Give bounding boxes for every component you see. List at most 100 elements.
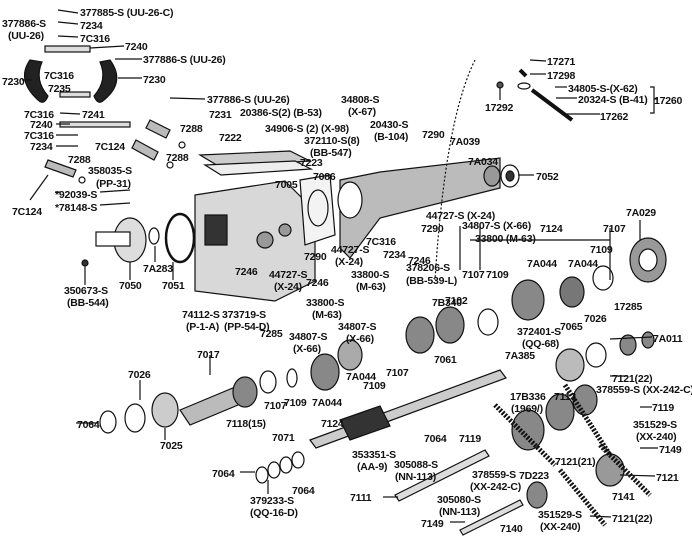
needle-bearing-4: [558, 468, 607, 527]
part-label: 351529-S: [538, 509, 582, 521]
part-label: 358035-S: [88, 165, 132, 177]
part-label: 7235: [48, 83, 71, 95]
shift-lever-c: [44, 159, 77, 178]
part-label: 372110-S(8): [304, 135, 360, 147]
part-label: (B-104): [374, 131, 409, 143]
part-label: 7C316: [24, 130, 54, 142]
part-label: 7240: [30, 119, 53, 131]
part-label: 34807-S: [338, 321, 377, 333]
part-label: 7025: [160, 440, 183, 452]
part-label: 350673-S: [64, 285, 108, 297]
part-label: 7230: [2, 76, 25, 88]
part-label: (M-63): [312, 309, 342, 321]
part-label: 7230: [143, 74, 166, 86]
part-label: 7285: [260, 328, 283, 340]
part-label: 17292: [485, 102, 514, 114]
part-label: (XX-240): [540, 521, 581, 533]
part-label: 7064: [212, 468, 235, 480]
part-label: 7109: [486, 269, 509, 281]
part-label: 7111: [350, 492, 372, 504]
part-label: (X-66): [293, 343, 321, 355]
part-label: (UU-26): [8, 30, 44, 42]
part-label: 7234: [80, 20, 103, 32]
part-label: 305080-S: [437, 494, 481, 506]
part-label: 7222: [219, 132, 242, 144]
part-label: 7C124: [95, 141, 125, 153]
part-label: 7109: [590, 244, 613, 256]
part-label: 7064: [77, 419, 100, 431]
part-label: 34805-S-(X-62): [568, 83, 638, 95]
part-label: 7121: [656, 472, 679, 484]
part-label: 7109: [284, 397, 307, 409]
part-label: 7234: [383, 249, 406, 261]
part-label: (XX-240): [636, 431, 677, 443]
part-label: (X-24): [274, 281, 302, 293]
part-label: 7113: [554, 391, 576, 403]
part-label: 7223: [300, 157, 323, 169]
part-label: 7119: [459, 433, 481, 445]
cover-gasket: [203, 160, 314, 176]
part-label: (BB-539-L): [406, 275, 458, 287]
part-label: 378559-S: [472, 469, 516, 481]
part-label: (X-66): [346, 333, 374, 345]
shift-lever-a: [145, 119, 171, 139]
shift-lever-b: [131, 139, 159, 161]
part-label: 7118(15): [226, 418, 266, 430]
part-label: 44727-S (X-24): [426, 210, 495, 222]
part-label: 7064: [424, 433, 447, 445]
part-label: 7005: [275, 179, 298, 191]
cover-plate: [197, 150, 313, 168]
part-label: 7121(22): [612, 513, 653, 525]
part-label: 33800-S: [351, 269, 390, 281]
part-label: 372401-S: [517, 326, 561, 338]
part-label: 7141: [612, 491, 635, 503]
part-label: (M-63): [356, 281, 386, 293]
part-label: 7109: [363, 380, 386, 392]
transmission-case: [194, 180, 316, 302]
part-label: 7234: [30, 141, 53, 153]
part-label: 351529-S: [633, 419, 677, 431]
extension-gasket: [299, 174, 336, 246]
part-label: 7A011: [653, 333, 683, 345]
part-label: 7065: [560, 321, 583, 333]
part-label: 33800 (M-63): [475, 233, 536, 245]
part-label: (P-1-A): [186, 321, 220, 333]
part-label: 378559-S (XX-242-C): [596, 384, 692, 396]
part-label: 7C316: [24, 109, 54, 121]
part-label: 7A283: [143, 263, 173, 275]
part-label: 7124: [321, 418, 344, 430]
part-label: 44727-S: [269, 269, 308, 281]
part-label: 7A044: [568, 258, 598, 270]
part-label: (BB-544): [67, 297, 109, 309]
part-label: (QQ-68): [522, 338, 560, 350]
extension-housing: [339, 157, 501, 259]
part-label: 7051: [162, 280, 185, 292]
part-label: 7107: [386, 367, 409, 379]
part-label: 305088-S: [394, 459, 438, 471]
part-label: 7121(22): [612, 373, 653, 385]
part-label: 7149: [659, 444, 682, 456]
part-label: 7241: [82, 109, 105, 121]
part-label: 7C124: [12, 206, 42, 218]
part-label: 7288: [68, 154, 91, 166]
part-label: 7B340: [432, 297, 462, 309]
part-label: (NN-113): [395, 471, 436, 483]
part-label: 7A044: [312, 397, 342, 409]
part-label: 7A385: [505, 350, 535, 362]
part-label: 7D223: [519, 470, 549, 482]
part-label: 7052: [536, 171, 559, 183]
part-label: (1969/): [511, 403, 543, 415]
part-label: 7086: [313, 171, 336, 183]
part-label: 7288: [180, 123, 203, 135]
part-label: 7050: [119, 280, 142, 292]
part-label: 7A044: [527, 258, 557, 270]
part-label: 20386-S(2) (B-53): [240, 107, 322, 119]
part-label: (X-67): [348, 106, 376, 118]
part-label: 7A044: [346, 371, 376, 383]
part-label: 7A034: [468, 156, 498, 168]
part-label: 17260: [654, 95, 683, 107]
shift-fork-left: [23, 59, 49, 103]
part-label: 7C316: [80, 33, 110, 45]
part-label: 373719-S: [222, 309, 266, 321]
